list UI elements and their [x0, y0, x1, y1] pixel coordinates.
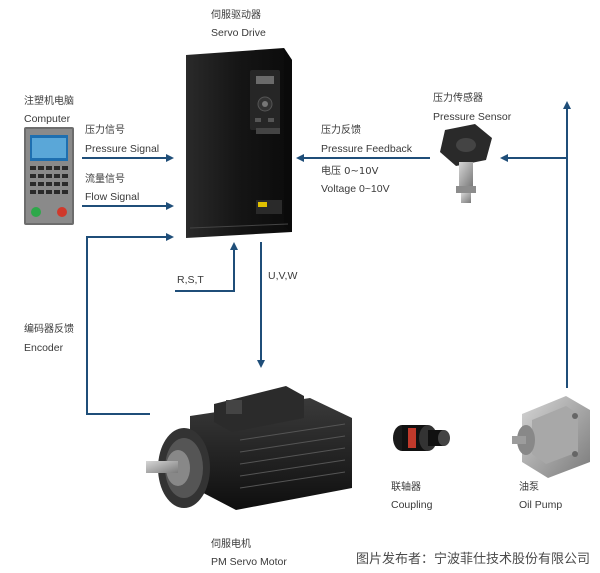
publisher-credit: 图片发布者：宁波菲仕技术股份有限公司	[355, 552, 590, 567]
oil-pump-label-en: Oil Pump	[519, 499, 563, 511]
servo-drive-label-en: Servo Drive	[211, 27, 266, 39]
pressure-signal-label-en: Pressure Signal	[85, 143, 160, 155]
coupling-label-cn: 联轴器	[391, 482, 421, 493]
computer-label-cn: 注塑机电脑	[24, 96, 74, 107]
encoder-feedback-line	[86, 233, 174, 415]
pressure-feedback-label-en: Pressure Feedback	[321, 143, 413, 155]
servo-motor-icon	[146, 386, 352, 510]
encoder-label-cn: 编码器反馈	[24, 324, 74, 335]
pressure-sensor-icon	[440, 124, 492, 203]
rst-label: R,S,T	[177, 274, 204, 286]
pressure-sensor-label-en: Pressure Sensor	[433, 111, 512, 123]
pressure-signal-label-cn: 压力信号	[85, 125, 125, 136]
flow-signal-label-en: Flow Signal	[85, 191, 140, 203]
computer-panel-icon	[24, 127, 74, 225]
voltage-label-cn: 电压 0~10V	[321, 166, 379, 177]
oil-pump-label-cn: 油泵	[519, 482, 539, 493]
pressure-feedback-label-cn: 压力反馈	[321, 125, 361, 136]
coupling-label-en: Coupling	[391, 499, 433, 511]
voltage-label-en: Voltage 0~10V	[321, 183, 390, 195]
rst-power-line	[175, 242, 238, 292]
pressure-sensor-label-cn: 压力传感器	[433, 93, 483, 104]
servo-motor-label-cn: 伺服电机	[211, 539, 251, 550]
flow-signal-label-cn: 流量信号	[85, 174, 125, 185]
encoder-label-en: Encoder	[24, 342, 64, 354]
servo-drive-icon	[186, 48, 292, 238]
servo-drive-label-cn: 伺服驱动器	[211, 10, 261, 21]
coupling-icon	[393, 425, 450, 451]
servo-motor-label-en: PM Servo Motor	[211, 556, 287, 568]
oil-pump-icon	[512, 396, 590, 478]
uvw-label: U,V,W	[268, 270, 298, 282]
computer-label-en: Computer	[24, 113, 71, 125]
